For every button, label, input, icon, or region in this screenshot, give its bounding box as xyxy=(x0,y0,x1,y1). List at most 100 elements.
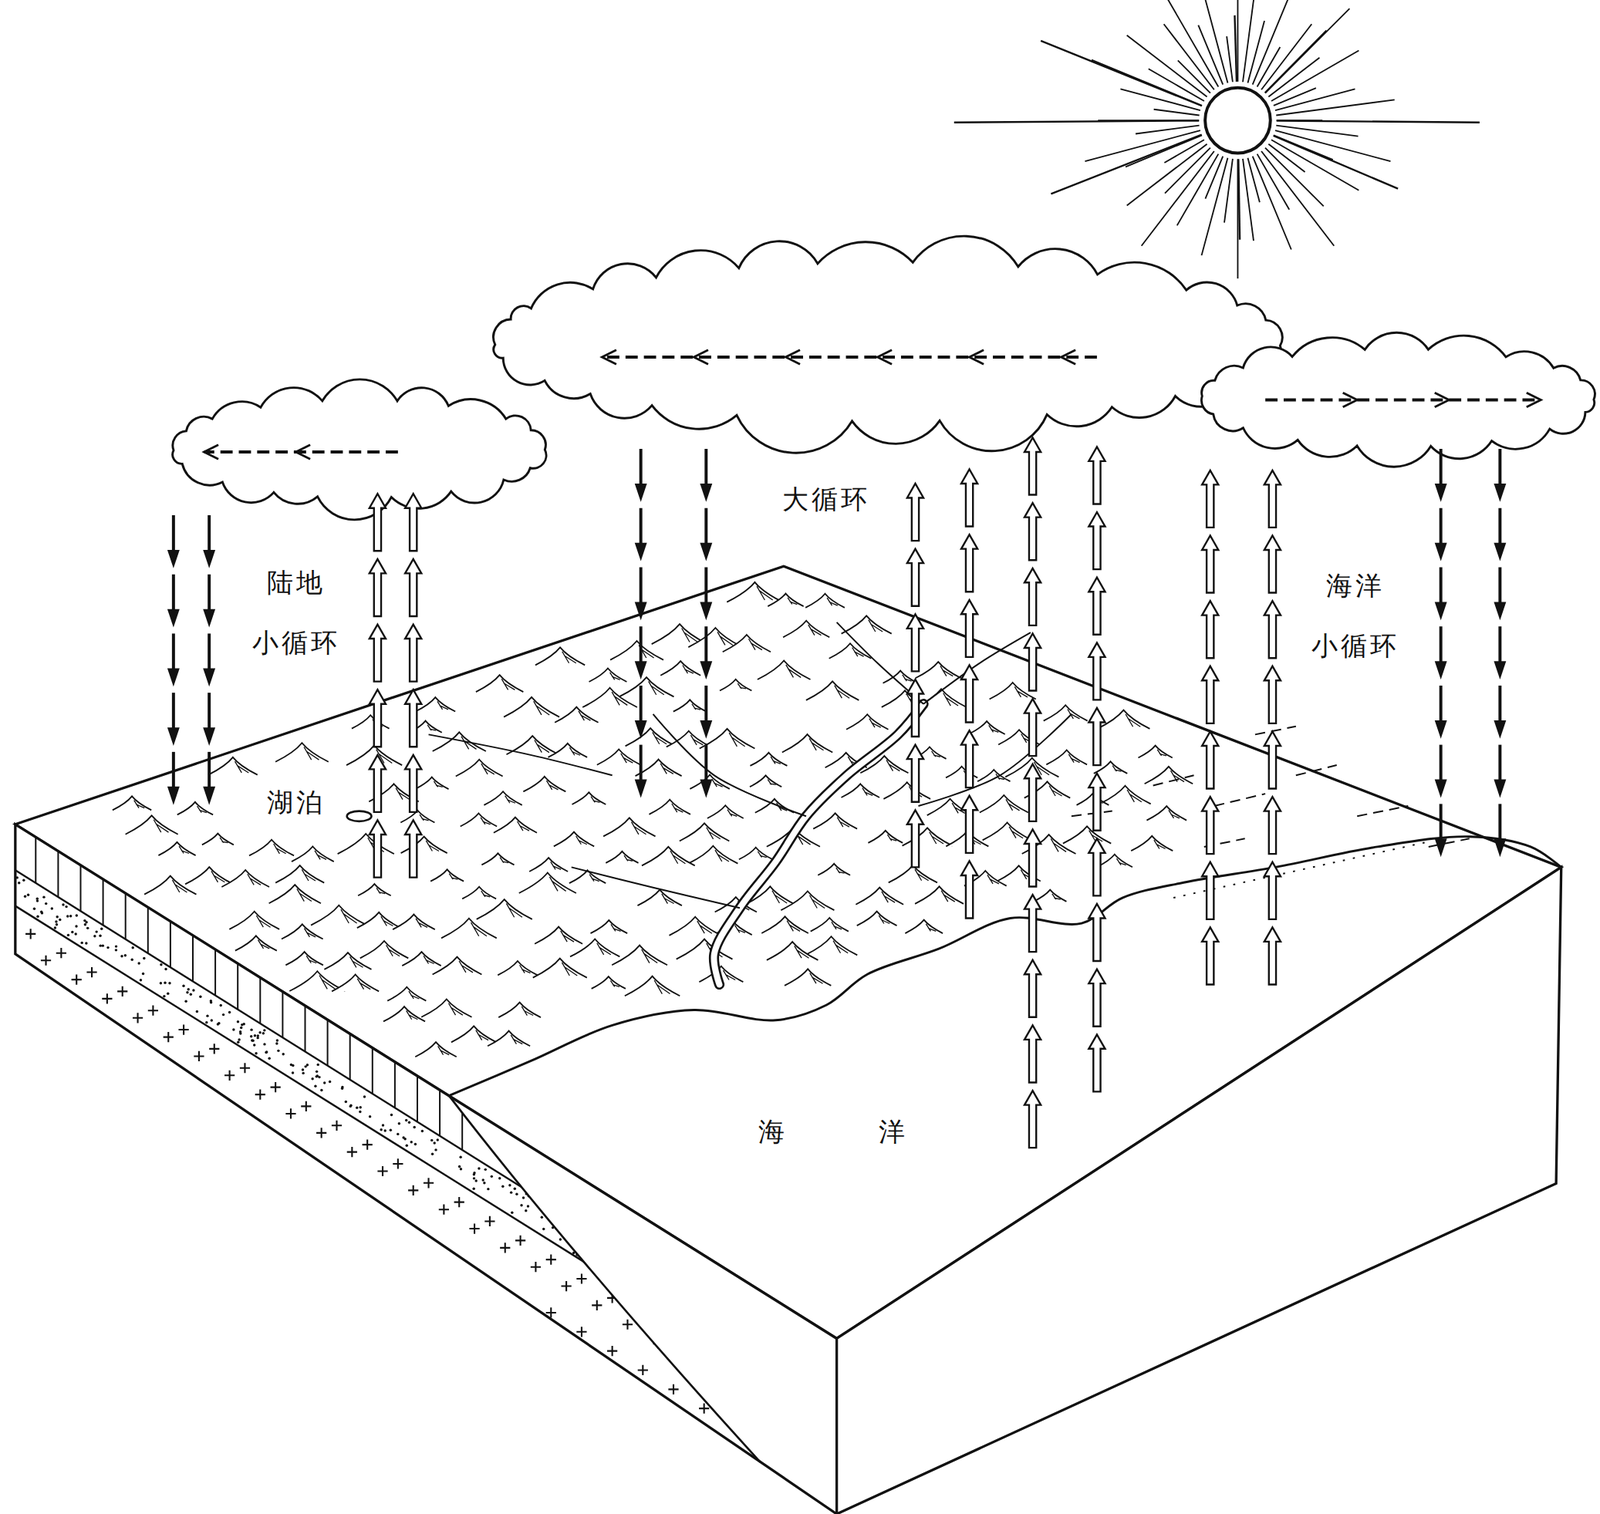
mountain-peak xyxy=(534,927,583,945)
precipitation-head xyxy=(634,601,648,621)
sun-ray xyxy=(1237,0,1239,82)
mountain-shade xyxy=(682,664,694,674)
bedrock-plus xyxy=(576,1326,587,1337)
sand-dot xyxy=(603,1258,606,1261)
mountain-peak xyxy=(597,749,642,766)
mountain-shade xyxy=(767,779,777,786)
mountain-peak xyxy=(401,837,448,854)
evaporation-arrow xyxy=(1201,796,1219,855)
tributary xyxy=(918,714,1071,807)
cycle-label: 大循环 xyxy=(782,482,871,518)
plain-dash xyxy=(1255,726,1297,736)
mountain-shade xyxy=(1009,827,1023,839)
evaporation-arrow xyxy=(1201,862,1219,920)
cloud xyxy=(1201,332,1595,467)
mountain-shade xyxy=(631,822,646,835)
mountain-shade xyxy=(172,880,187,893)
cloud xyxy=(172,379,547,520)
sand-dot xyxy=(54,920,58,923)
mountain-shade xyxy=(717,631,733,645)
sand-dot xyxy=(722,1334,725,1337)
mountain-peak xyxy=(857,911,898,926)
mountain-peak xyxy=(547,743,588,758)
soil-hatch xyxy=(259,978,261,1025)
mountain-shade xyxy=(808,624,822,636)
mountain-peak xyxy=(1033,890,1067,902)
mountain-shade xyxy=(590,796,600,804)
sand-dot xyxy=(633,1274,636,1277)
bedrock-plus xyxy=(530,1262,541,1273)
mountain-peak xyxy=(605,851,638,864)
cross-section xyxy=(15,837,787,1452)
mountain-peak xyxy=(275,865,325,884)
mountain-peak xyxy=(503,697,560,718)
sun-ray xyxy=(1273,87,1317,106)
mountain-shade xyxy=(459,961,473,973)
sand-dot xyxy=(484,1168,487,1172)
mountain-shade xyxy=(549,877,566,892)
mountain-peak xyxy=(291,847,335,863)
mountain-peak xyxy=(982,823,1033,841)
vapour-transport-head xyxy=(1343,392,1358,408)
mountain-peak xyxy=(739,847,773,861)
sand-dot xyxy=(264,1051,267,1054)
soil-hatch xyxy=(303,1005,306,1053)
mountain-shade xyxy=(772,891,787,904)
sun-ray-long xyxy=(1273,135,1398,190)
precipitation-dash xyxy=(1498,508,1502,547)
sand-dot xyxy=(94,930,98,933)
bedrock-plus xyxy=(515,1235,526,1246)
mountain-peak xyxy=(177,802,213,816)
sand-dot xyxy=(340,1087,344,1091)
evaporation-arrow xyxy=(1088,969,1105,1027)
bedrock-plus xyxy=(698,1350,709,1361)
mountain-peak xyxy=(666,731,712,748)
sand-dot xyxy=(210,1019,213,1022)
mountain-shade xyxy=(737,683,746,689)
mountain-shade xyxy=(517,821,530,831)
evaporation-arrow xyxy=(1024,698,1041,757)
sun-ray xyxy=(1261,23,1312,90)
sand-dot xyxy=(236,1041,240,1044)
mountain-peak xyxy=(805,594,845,608)
precipitation-head xyxy=(634,483,648,503)
mountain-shade xyxy=(706,827,721,840)
mountain-peak xyxy=(1046,750,1087,766)
sand-dot xyxy=(713,1326,716,1330)
precipitation-head xyxy=(1434,779,1448,799)
evaporation-arrow xyxy=(1024,829,1041,887)
sand-dot xyxy=(718,1337,721,1341)
mountain-peak xyxy=(285,951,324,966)
sand-dot xyxy=(474,1179,477,1182)
mountain-peak xyxy=(476,899,533,920)
sand-dot xyxy=(381,1124,385,1127)
sand-dot xyxy=(310,1077,314,1081)
mountain-shade xyxy=(415,918,428,929)
sand-dot xyxy=(664,1286,668,1290)
sand-dot xyxy=(42,895,45,898)
mountain-peak xyxy=(275,742,329,763)
mountain-peak xyxy=(554,707,598,723)
mountain-peak xyxy=(582,688,638,708)
sand-dot xyxy=(262,1032,265,1035)
evaporation-arrow xyxy=(1088,708,1105,766)
sand-dot xyxy=(666,1293,669,1297)
mountain-peak xyxy=(883,782,931,800)
vapour-transport-head xyxy=(1526,392,1542,408)
precipitation-dash xyxy=(1498,448,1502,488)
evaporation-arrow xyxy=(369,559,386,617)
sand-dot xyxy=(383,1129,386,1132)
evaporation-arrow xyxy=(1201,927,1219,985)
bedrock-plus xyxy=(270,1082,281,1093)
precipitation-head xyxy=(699,779,713,799)
mountain-shade xyxy=(1014,686,1028,698)
mountain-shade xyxy=(748,638,762,650)
sand-dot xyxy=(668,1288,672,1291)
precipitation-dash xyxy=(1498,567,1502,606)
evaporation-arrow xyxy=(1264,535,1281,593)
sand-dot xyxy=(740,1353,743,1356)
sand-dot xyxy=(267,1057,271,1060)
bedrock-plus xyxy=(560,1281,571,1292)
sand-dot xyxy=(359,1106,362,1109)
bedrock-plus xyxy=(224,1070,235,1081)
